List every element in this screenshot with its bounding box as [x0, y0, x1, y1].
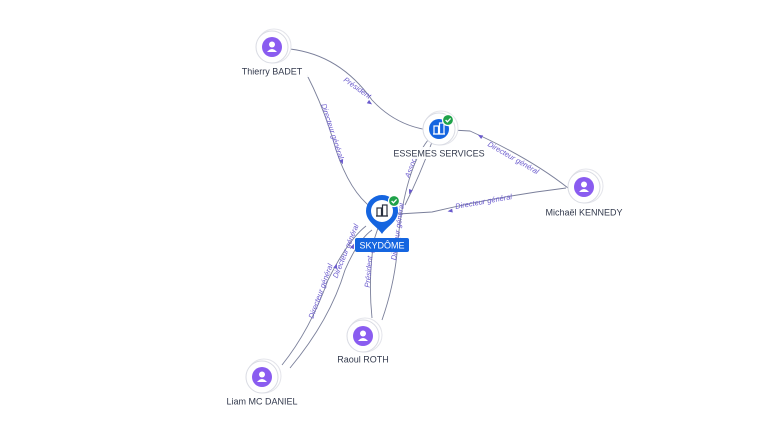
- node-label-bg: [233, 65, 311, 77]
- edge-arrow-icon: [447, 208, 453, 213]
- building-icon: [433, 122, 445, 135]
- node-label-bg: [540, 206, 628, 218]
- edge-label: Directeur général: [319, 102, 345, 160]
- edge-raoul-skydome[interactable]: Directeur général: [381, 139, 429, 321]
- node-label-bg: [220, 395, 304, 407]
- verified-check-icon: [441, 113, 455, 127]
- node-label: Michaël KENNEDY: [545, 208, 622, 218]
- edge-line[interactable]: [397, 187, 567, 215]
- node-liam[interactable]: Liam MC DANIEL: [220, 358, 304, 407]
- verified-check-icon: [387, 194, 401, 208]
- edge-label: Président: [363, 255, 375, 288]
- edge-label: Président: [342, 75, 374, 101]
- person-icon: [579, 181, 589, 192]
- edge-arrow-icon: [339, 159, 344, 165]
- node-michael[interactable]: Michaël KENNEDY: [540, 168, 628, 218]
- edge-arrow-icon: [408, 188, 413, 195]
- node-label: Raoul ROTH: [337, 355, 389, 365]
- edge-arrow-icon: [366, 99, 373, 105]
- node-essemes[interactable]: ESSEMES SERVICES: [392, 110, 486, 159]
- edge-label: Directeur général: [486, 140, 541, 177]
- edge-label: Directeur général: [454, 192, 513, 211]
- edge-line[interactable]: [451, 129, 569, 189]
- edge-arrow-icon: [350, 243, 354, 250]
- edge-line[interactable]: [306, 74, 373, 209]
- edge-line[interactable]: [289, 48, 429, 131]
- nodes-layer: Thierry BADET ESSEMES SERVICES Michaël KEN…: [220, 28, 628, 407]
- node-label-bg: [332, 353, 394, 365]
- edge-arrow-icon: [333, 263, 338, 270]
- building-icon: [376, 204, 388, 217]
- person-icon: [257, 371, 267, 382]
- edge-thierry-essemes[interactable]: Président: [289, 48, 429, 131]
- edge-line[interactable]: [381, 139, 429, 321]
- node-skydome[interactable]: SKYDÔME: [355, 194, 409, 252]
- node-label: SKYDÔME: [359, 241, 404, 251]
- node-label-bg: [392, 147, 486, 159]
- node-label: ESSEMES SERVICES: [393, 149, 484, 159]
- person-icon: [267, 41, 277, 52]
- person-icon: [358, 330, 368, 341]
- node-thierry[interactable]: Thierry BADET: [233, 28, 311, 77]
- edge-label: Directeur général: [307, 262, 335, 319]
- node-raoul[interactable]: Raoul ROTH: [332, 317, 394, 365]
- node-label: Thierry BADET: [242, 67, 303, 77]
- node-label: Liam MC DANIEL: [226, 397, 297, 407]
- edge-arrow-icon: [477, 134, 484, 139]
- focus-label-badge: [355, 238, 409, 252]
- edge-line[interactable]: [281, 225, 367, 366]
